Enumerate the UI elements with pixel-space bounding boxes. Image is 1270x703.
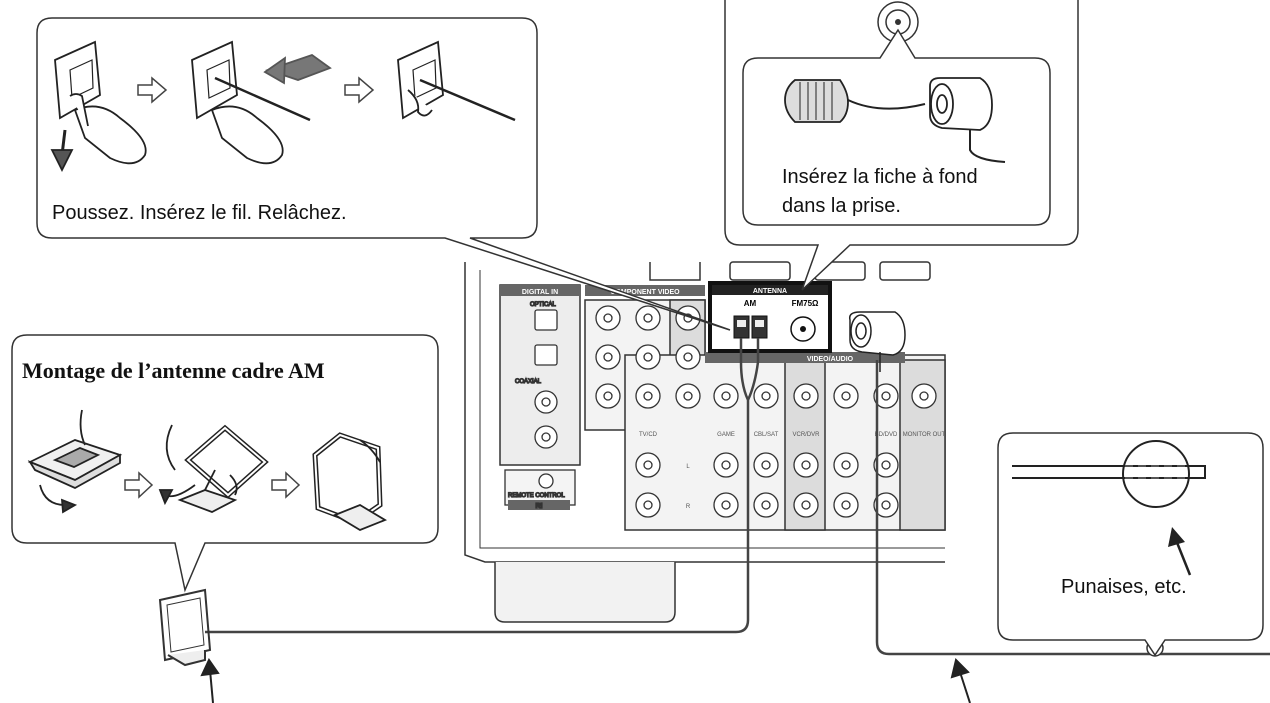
release-step-icon	[397, 40, 516, 122]
pins-caption: Punaises, etc.	[1061, 576, 1187, 598]
am-loop-assembly-callout: Montage de l’antenne cadre AM	[11, 334, 439, 593]
pin-magnified-icon	[1122, 440, 1190, 508]
input-label-bddvd: BD/DVD	[875, 432, 898, 438]
fm-plug-callout: Insérez la fiche à fond dans la prise.	[724, 0, 1079, 291]
fm-caption-line2: dans la prise.	[782, 195, 901, 217]
channel-l-label: L	[686, 464, 690, 470]
bottom-arrows	[200, 657, 971, 703]
input-label-cblsat: CBL/SAT	[754, 432, 779, 438]
wire-caption: Poussez. Insérez le fil. Relâchez.	[52, 202, 347, 224]
input-label-tvcd: TV/CD	[639, 432, 658, 438]
step-arrow-icon	[124, 471, 154, 499]
am-label: AM	[744, 299, 757, 308]
coaxial-label: COAXIAL	[515, 379, 542, 385]
am-loop-title: Montage de l’antenne cadre AM	[22, 358, 325, 383]
input-label-vcrdvr: VCR/DVR	[792, 432, 820, 438]
panel-headers: DIGITAL IN COMPONENT VIDEO VIDEO/AUDIO	[500, 285, 905, 363]
ri-label: RI	[536, 503, 543, 510]
fm-caption-line1: Insérez la fiche à fond	[782, 166, 978, 188]
step-arrow-icon	[137, 76, 168, 104]
video-audio-label: VIDEO/AUDIO	[807, 356, 854, 363]
wire-insertion-callout: Poussez. Insérez le fil. Relâchez.	[36, 17, 731, 331]
fm-antenna-cable-icon	[784, 77, 1006, 163]
rca-jacks	[595, 305, 937, 518]
push-step-icon	[50, 40, 147, 173]
digital-in-label: DIGITAL IN	[522, 289, 558, 296]
input-labels: TV/CD GAME CBL/SAT VCR/DVR BD/DVD MONITO…	[639, 432, 946, 510]
am-loop-unfolding-icon	[158, 424, 269, 513]
channel-r-label: R	[686, 504, 691, 510]
fm-antenna-plug-icon	[848, 311, 906, 372]
antenna-terminal-block: ANTENNA AM FM75Ω	[708, 281, 832, 353]
remote-control-label: REMOTE CONTROL	[508, 493, 565, 499]
optical-label: OPTICAL	[530, 302, 556, 308]
pin-pointer-arrow-icon	[1174, 539, 1192, 576]
input-label-monitor-out: MONITOR OUT	[903, 432, 946, 438]
am-loop-antenna-icon	[158, 588, 212, 667]
digital-in-section: OPTICAL COAXIAL REMOTE CONTROL RI	[504, 301, 576, 511]
am-loop-assembled-icon	[312, 432, 388, 532]
step-arrow-icon	[271, 471, 301, 499]
fm-label: FM75Ω	[792, 299, 819, 308]
insert-step-icon	[191, 40, 332, 165]
input-label-game: GAME	[717, 432, 735, 438]
am-loop-folded-icon	[27, 409, 123, 514]
fm-antenna-wire	[875, 360, 1270, 656]
component-video-label: COMPONENT VIDEO	[610, 289, 680, 296]
antenna-label: ANTENNA	[753, 288, 787, 295]
am-antenna-wire	[205, 338, 760, 634]
step-arrow-icon	[344, 76, 375, 104]
pins-callout: Punaises, etc.	[997, 432, 1264, 657]
